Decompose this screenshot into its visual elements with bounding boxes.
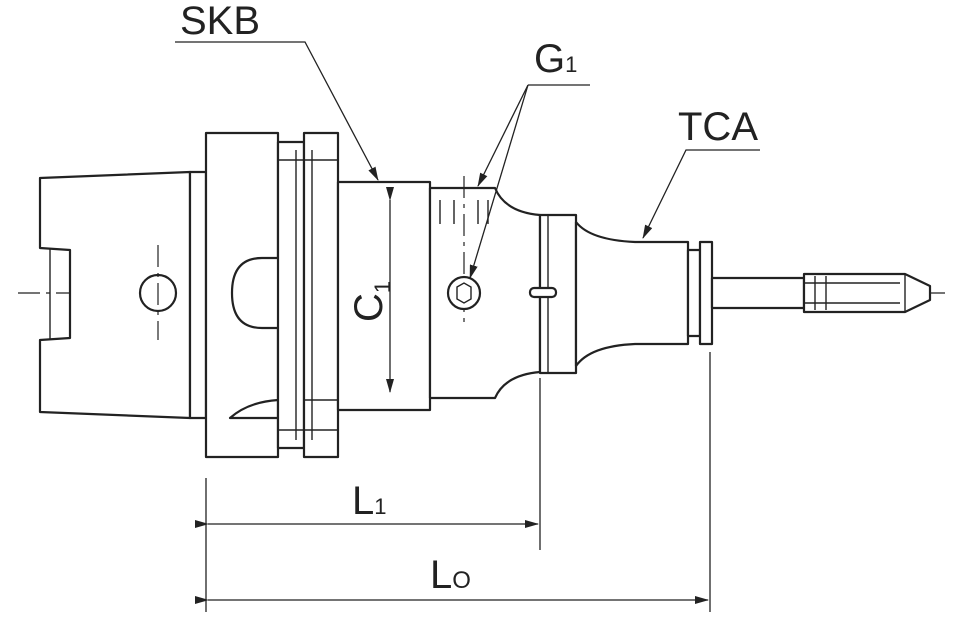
groove-ring-2 bbox=[302, 131, 340, 459]
tca-neck bbox=[574, 220, 690, 368]
tool-shank bbox=[710, 276, 806, 310]
tool-tip bbox=[802, 272, 932, 314]
c1-label: C1 bbox=[347, 281, 395, 322]
set-screw bbox=[446, 275, 482, 311]
g1-leader-2 bbox=[469, 84, 529, 279]
hex-socket bbox=[456, 282, 472, 304]
l1-label: L1 bbox=[352, 479, 387, 523]
g1-section bbox=[428, 186, 542, 400]
collar-slot bbox=[528, 286, 558, 299]
skb-body bbox=[336, 180, 432, 412]
tca-leader bbox=[642, 149, 760, 239]
tca-step bbox=[686, 248, 702, 338]
skb-label: SKB bbox=[180, 0, 260, 43]
groove-ring-1 bbox=[276, 140, 306, 450]
flange-step bbox=[188, 170, 208, 420]
g1-leader-1 bbox=[477, 84, 529, 187]
tca-label: TCA bbox=[678, 105, 758, 149]
g1-label: G1 bbox=[534, 37, 577, 81]
tca-flange bbox=[698, 240, 714, 346]
l0-label: LO bbox=[430, 553, 471, 597]
skb-leader bbox=[175, 41, 379, 181]
